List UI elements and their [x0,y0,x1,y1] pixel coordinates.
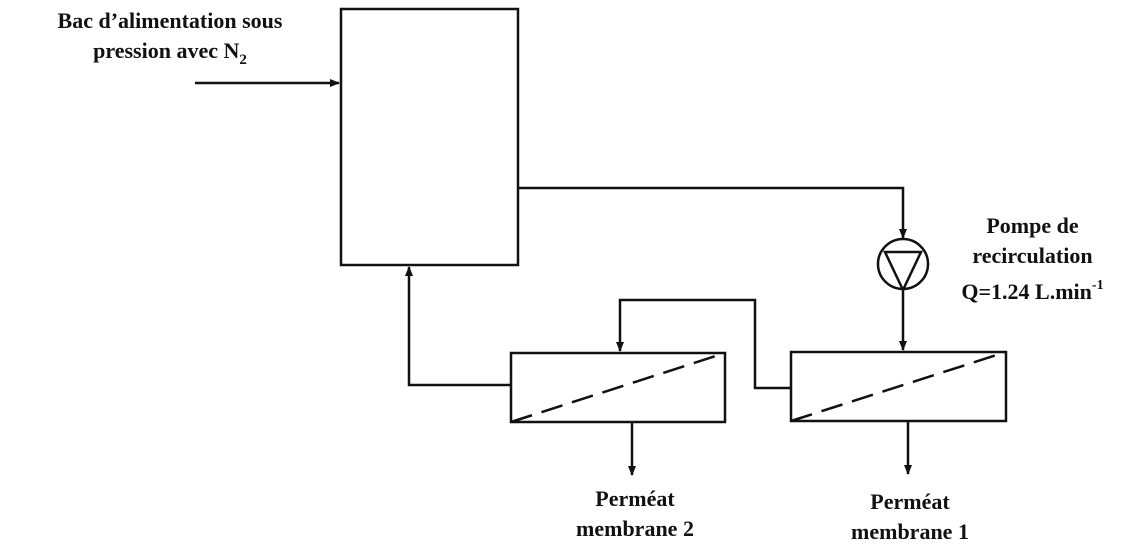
retentate-return-line [405,266,511,387]
permeate-2-label-line1: Perméat [595,486,675,511]
membrane-2-module [509,351,727,424]
permeate-2-label-line2: membrane 2 [576,516,694,541]
pump-triangle-in-circle-icon [876,237,930,293]
flow-rate-text: Q=1.24 L.min [961,279,1092,304]
tank-to-pump-line [518,186,907,239]
feed-tank [339,7,520,267]
membrane1-to-membrane2-line [616,298,791,390]
permeate-1-label: Perméat membrane 1 [820,487,1000,547]
pump-label-line1: Pompe de [986,213,1079,238]
feed-tank-label-line2-text: pression avec N [93,38,240,63]
n2-subscript: 2 [239,52,247,68]
membrane-1-module [789,350,1008,423]
feed-tank-label-line1: Bac d’alimentation sous [57,8,283,33]
permeate-2-label: Perméat membrane 2 [545,484,725,544]
pump-label: Pompe de recirculation Q=1.24 L.min-1 [935,211,1130,307]
pump-label-line2: recirculation [972,243,1093,268]
flow-rate-superscript: -1 [1091,278,1104,293]
permeate-1-label-line2: membrane 1 [851,519,969,544]
feed-tank-label-line2: pression avec N2 [5,36,335,75]
pump-label-line3: Q=1.24 L.min-1 [935,271,1130,307]
permeate-1-label-line1: Perméat [870,489,950,514]
feed-tank-label: Bac d’alimentation sous pression avec N2 [5,6,335,75]
